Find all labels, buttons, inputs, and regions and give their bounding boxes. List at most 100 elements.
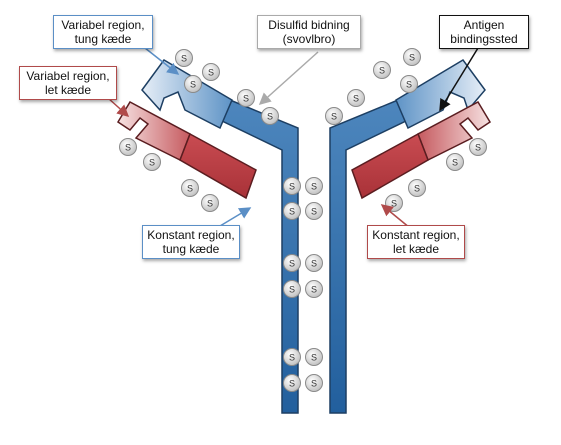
disulfide-disc-label: S [353,94,359,104]
disulfide-bond-disc: S [305,280,323,298]
disulfide-disc-circle [202,63,220,81]
disulfide-bond-disc: S [373,61,391,79]
label-konstant-tung-line2: tung kæde [162,242,220,256]
variable-region-light-left [116,101,191,162]
disulfide-disc-circle [283,202,301,220]
disulfide-bond-disc: S [175,49,193,67]
disulfide-bond-disc: S [283,374,301,392]
disulfide-disc-circle [469,138,487,156]
disulfide-disc-circle [305,280,323,298]
disulfide-disc-label: S [208,68,214,78]
disulfide-disc-circle [347,89,365,107]
label-antigen-line1: Antigen [463,18,505,32]
label-antigen-line2: bindingssted [450,32,518,46]
disulfide-disc-label: S [243,94,249,104]
disulfide-bond-disc: S [325,107,343,125]
constant-region-light-right [351,132,429,200]
label-disulfid-line1: Disulfid bidning [268,18,350,32]
disulfide-disc-label: S [181,54,187,64]
disulfide-bond-disc: S [202,63,220,81]
pointer-variabel-let [107,97,130,118]
disulfide-disc-circle [261,107,279,125]
disulfide-disc-circle [283,348,301,366]
disulfide-disc-label: S [331,112,337,122]
disulfide-bonds: S S S S S S S S S S S S S S S S S S S S S S S S S S S S S S [119,48,487,392]
disulfide-disc-circle [305,348,323,366]
disulfide-bond-disc: S [408,179,426,197]
light-chains [116,101,492,200]
label-disulfid-line2: (svovlbro) [282,32,336,46]
disulfide-disc-label: S [414,184,420,194]
disulfide-bond-disc: S [283,348,301,366]
disulfide-disc-label: S [406,80,412,90]
disulfide-disc-circle [237,89,255,107]
disulfide-bond-disc: S [400,75,418,93]
disulfide-disc-label: S [311,379,317,389]
label-variabel-region-let-line1: Variabel region, [26,69,110,83]
disulfide-bond-disc: S [237,89,255,107]
disulfide-bond-disc: S [347,89,365,107]
label-konstant-tung-line1: Konstant region, [147,228,235,242]
disulfide-disc-circle [143,153,161,171]
disulfide-disc-label: S [475,143,481,153]
disulfide-disc-label: S [207,199,213,209]
disulfide-bond-disc: S [119,138,137,156]
disulfide-disc-circle [446,153,464,171]
variable-region-heavy-left [141,59,233,130]
disulfide-disc-label: S [311,207,317,217]
disulfide-disc-label: S [379,66,385,76]
pointer-antigen [439,47,479,112]
label-disulfid-bidning: Disulfid bidning (svovlbro) [257,15,361,49]
disulfide-disc-label: S [289,379,295,389]
pointer-disulfid [258,51,319,106]
disulfide-bond-disc: S [446,153,464,171]
disulfide-disc-label: S [409,53,415,63]
disulfide-bond-disc: S [184,75,202,93]
label-antigen-bindingssted: Antigen bindingssted [439,15,529,49]
label-variabel-region-let: Variabel region, let kæde [19,66,117,100]
disulfide-bond-disc: S [181,179,199,197]
label-variabel-region-tung: Variabel region, tung kæde [53,15,153,49]
disulfide-disc-label: S [311,182,317,192]
disulfide-disc-circle [184,75,202,93]
disulfide-disc-circle [325,107,343,125]
constant-region-light-left [179,132,257,200]
disulfide-disc-label: S [267,112,273,122]
disulfide-disc-circle [373,61,391,79]
disulfide-bond-disc: S [283,254,301,272]
disulfide-disc-circle [408,179,426,197]
disulfide-bond-disc: S [385,194,403,212]
pointer-variabel-tung [144,47,180,75]
disulfide-disc-label: S [187,184,193,194]
label-variabel-region-let-line2: let kæde [44,83,92,97]
disulfide-disc-circle [201,194,219,212]
disulfide-disc-label: S [190,80,196,90]
disulfide-disc-label: S [311,259,317,269]
disulfide-disc-label: S [289,207,295,217]
disulfide-bond-disc: S [283,280,301,298]
disulfide-disc-circle [283,177,301,195]
disulfide-disc-circle [305,254,323,272]
disulfide-disc-label: S [149,158,155,168]
disulfide-disc-circle [175,49,193,67]
disulfide-disc-label: S [311,353,317,363]
disulfide-disc-circle [283,254,301,272]
label-konstant-region-let: Konstant region, let kæde [367,225,465,259]
disulfide-bond-disc: S [143,153,161,171]
disulfide-disc-circle [119,138,137,156]
disulfide-disc-circle [283,374,301,392]
disulfide-disc-label: S [289,285,295,295]
disulfide-disc-label: S [289,182,295,192]
label-variabel-region-tung-line1: Variabel region, [61,18,145,32]
label-konstant-region-tung: Konstant region, tung kæde [142,225,240,259]
disulfide-disc-label: S [452,158,458,168]
disulfide-disc-circle [400,75,418,93]
label-konstant-let-line1: Konstant region, [372,228,460,242]
disulfide-disc-label: S [289,259,295,269]
disulfide-disc-circle [305,202,323,220]
disulfide-bond-disc: S [305,177,323,195]
disulfide-disc-label: S [289,353,295,363]
disulfide-bond-disc: S [305,202,323,220]
disulfide-bond-disc: S [283,177,301,195]
